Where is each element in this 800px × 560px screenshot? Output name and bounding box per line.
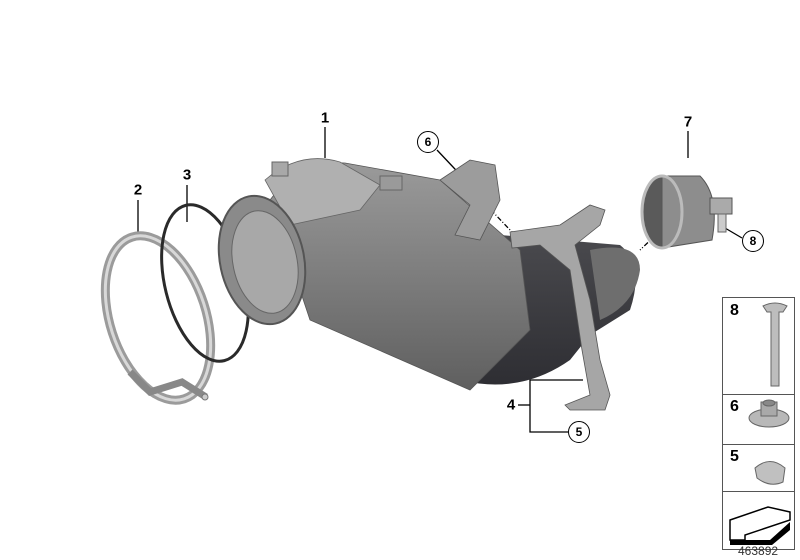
- callout-4[interactable]: 4: [506, 396, 516, 414]
- bracket-upper: [439, 159, 501, 241]
- diagram-number: 463892: [738, 544, 779, 558]
- callout-8[interactable]: 8: [742, 230, 764, 252]
- pipe-clamp: [640, 174, 733, 250]
- legend-number: 6: [730, 398, 739, 415]
- callout-1[interactable]: 1: [320, 109, 330, 127]
- legend-number: 8: [730, 302, 739, 319]
- v-band-clamp: [100, 231, 216, 405]
- callout-5[interactable]: 5: [568, 421, 590, 443]
- legend-direction-arrow: [723, 491, 794, 549]
- legend-number: 5: [730, 448, 739, 465]
- parts-legend: 8 6 5: [722, 297, 795, 550]
- callout-3[interactable]: 3: [182, 166, 192, 184]
- callout-7[interactable]: 7: [683, 113, 693, 131]
- callout-6[interactable]: 6: [417, 131, 439, 153]
- legend-item-bolt[interactable]: 8: [723, 298, 794, 395]
- legend-item-nut[interactable]: 6: [723, 394, 794, 445]
- legend-item-clip[interactable]: 5: [723, 444, 794, 492]
- legend-icons: [729, 302, 791, 545]
- callout-2[interactable]: 2: [133, 181, 143, 199]
- bracket-4: [509, 204, 611, 411]
